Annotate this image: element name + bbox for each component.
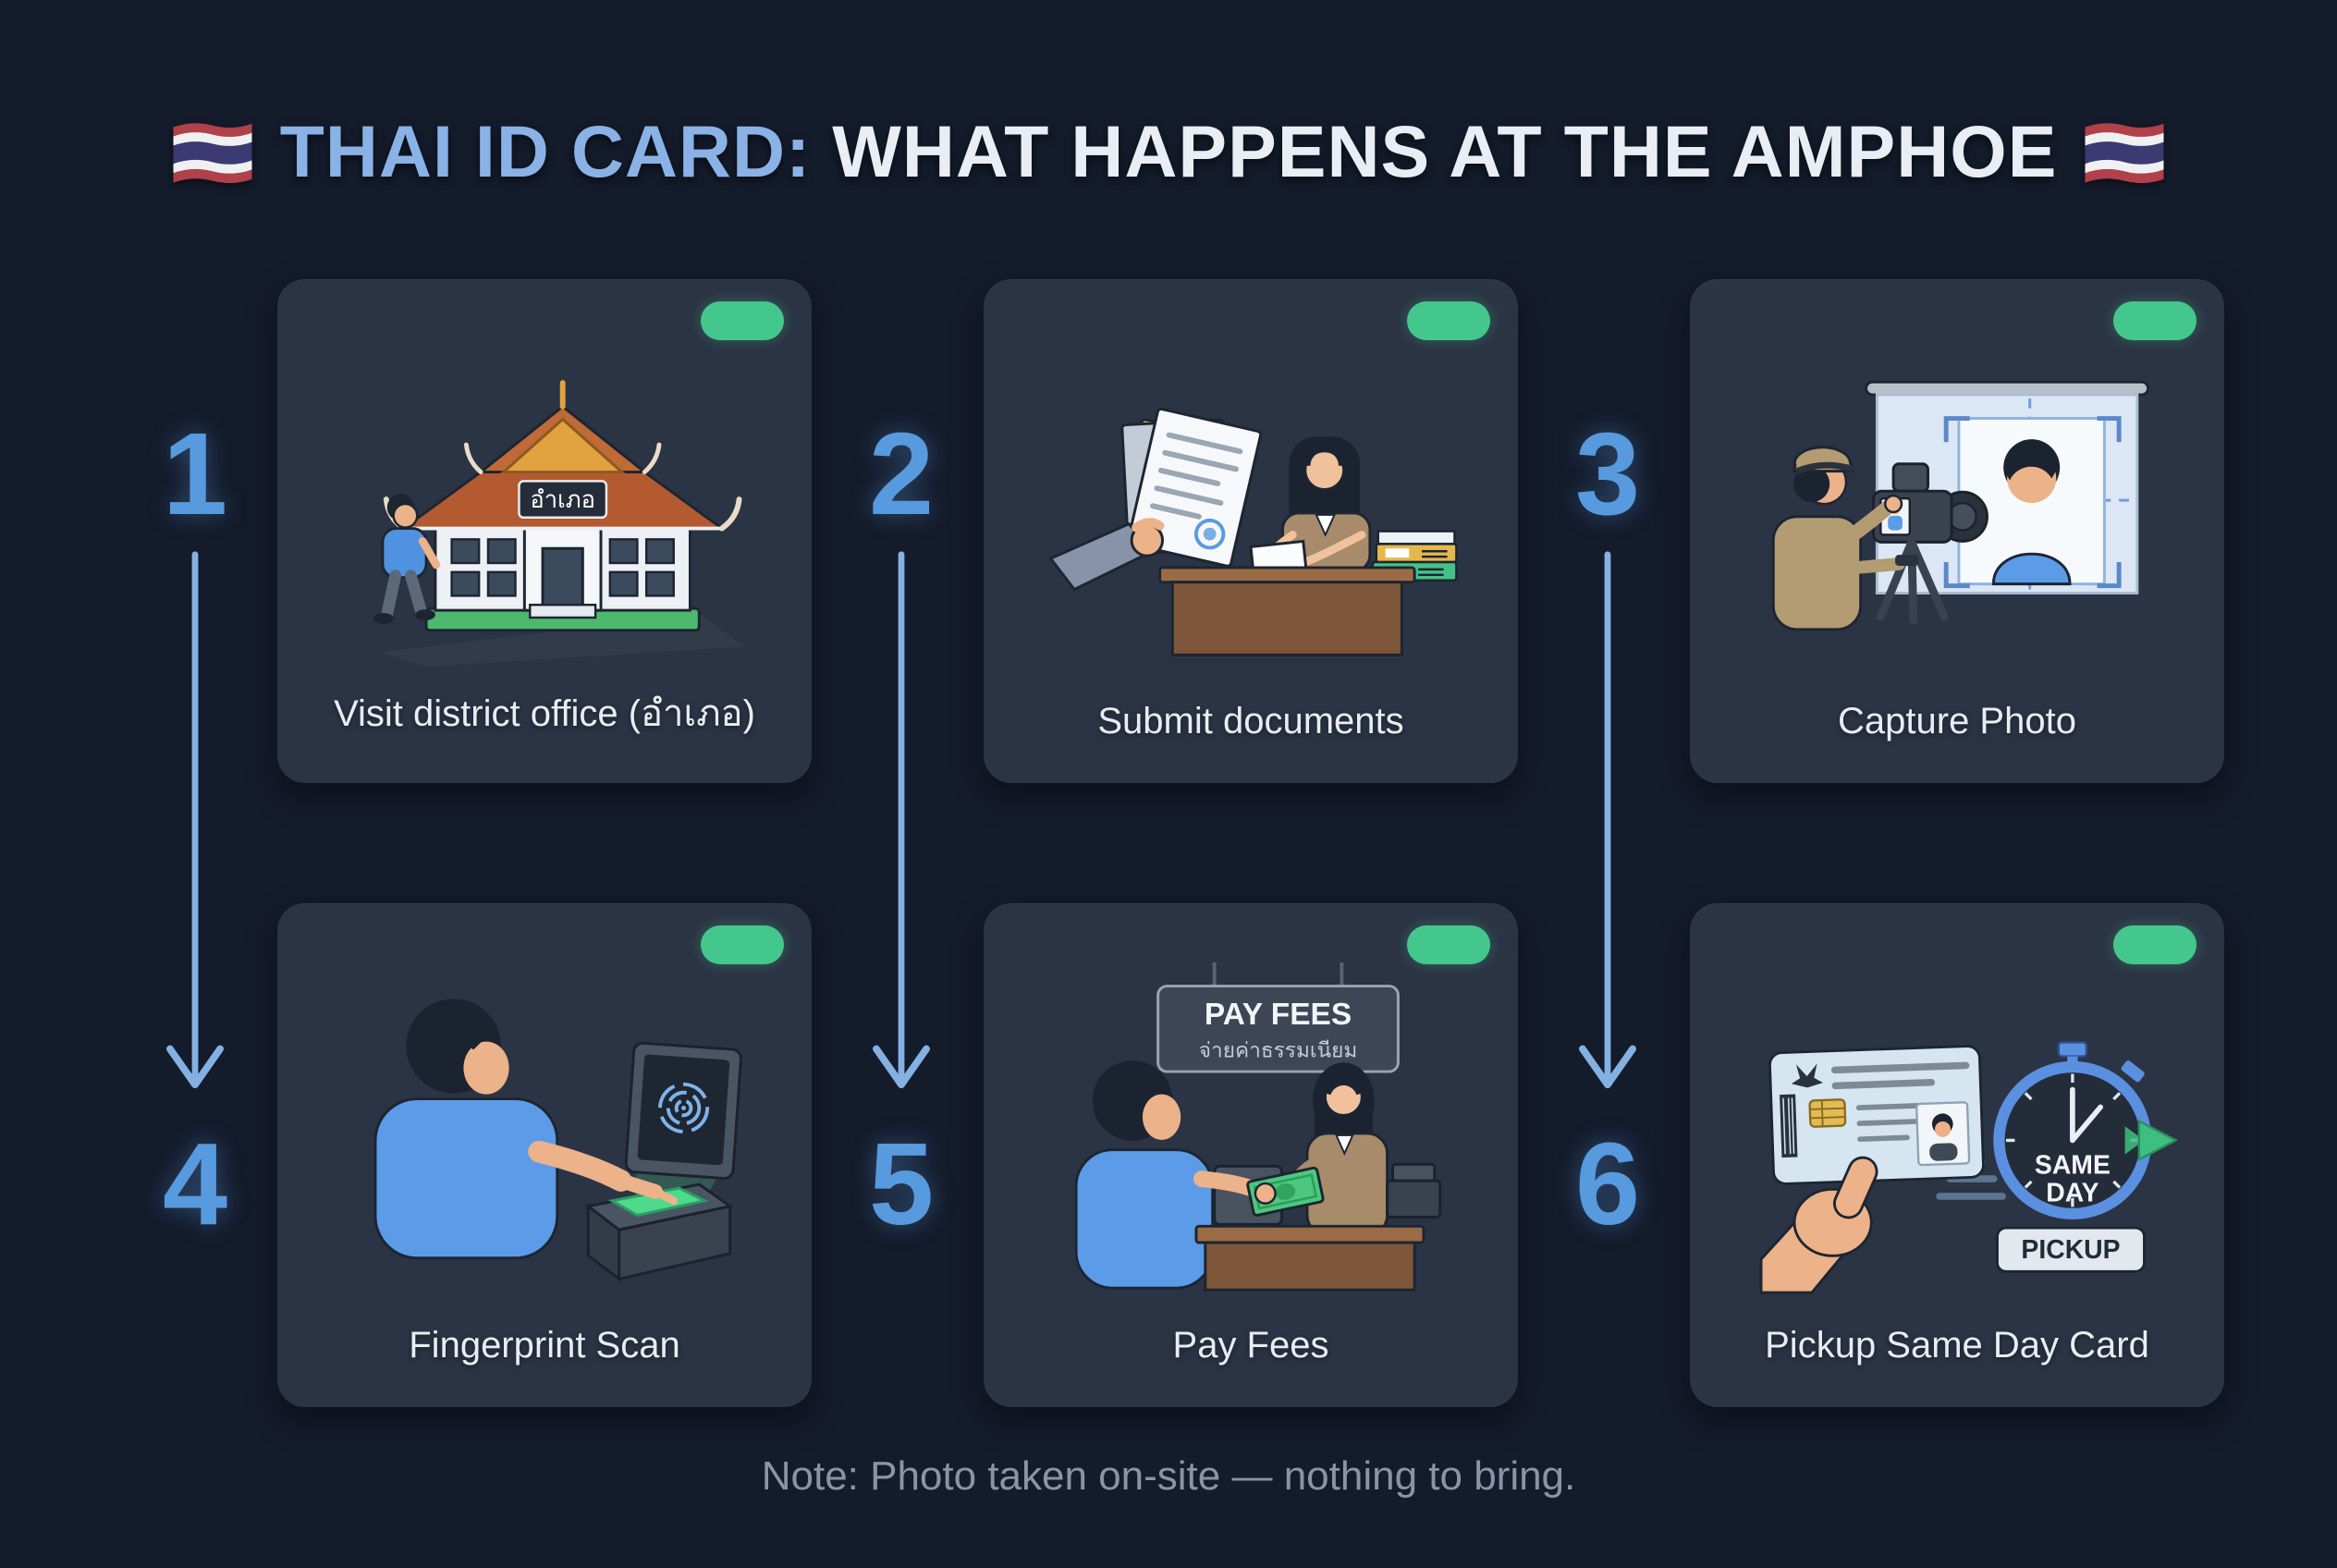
page-title: THAI ID CARD: WHAT HAPPENS AT THE AMPHOE	[280, 109, 2058, 194]
title-highlight: THAI ID CARD:	[279, 110, 812, 192]
step-card-pickup: SAME DAY	[1690, 903, 2224, 1407]
step-caption: Fingerprint Scan	[409, 1325, 680, 1366]
documents-handover-icon	[1048, 407, 1458, 656]
down-arrow-icon	[166, 551, 224, 1089]
column-group-1: 1 4	[113, 279, 812, 1407]
step-caption: Visit district office (อำเภอ)	[334, 693, 755, 734]
step-caption: Capture Photo	[1838, 701, 2076, 741]
same-day-text-line2: DAY	[2046, 1179, 2098, 1208]
step-gutter-3: 3 6	[1525, 279, 1690, 1407]
green-status-pill-icon	[1407, 301, 1490, 340]
district-office-illustration: อำเภอ	[277, 309, 812, 683]
step-number-6: 6	[1574, 1119, 1641, 1249]
fingerprint-illustration	[277, 933, 812, 1310]
green-status-pill-icon	[1407, 925, 1490, 964]
green-status-pill-icon	[2113, 301, 2196, 340]
pay-fees-sign-title: PAY FEES	[1205, 998, 1352, 1032]
step-number-5: 5	[868, 1119, 935, 1249]
step-caption: Pay Fees	[1172, 1325, 1329, 1366]
same-day-text-line1: SAME	[2035, 1150, 2111, 1180]
step-card-submit-documents: Submit documents	[984, 279, 1518, 783]
pay-fees-counter-icon: PAY FEES จ่ายค่าธรรมเนียม	[1074, 962, 1442, 1292]
green-status-pill-icon	[701, 925, 784, 964]
step-number-3: 3	[1574, 409, 1641, 539]
green-status-pill-icon	[701, 301, 784, 340]
step-number-1: 1	[162, 409, 228, 539]
step-number-4: 4	[162, 1119, 228, 1249]
pickup-card-illustration: SAME DAY	[1690, 933, 2224, 1310]
down-arrow-icon	[873, 551, 930, 1089]
district-office-building-icon: อำเภอ	[373, 380, 745, 668]
step-gutter-2: 2 5	[819, 279, 984, 1407]
column-group-3: 3 6	[1525, 279, 2224, 1407]
building-sign-text: อำเภอ	[530, 487, 595, 513]
title-rest: WHAT HAPPENS AT THE AMPHOE	[832, 110, 2058, 192]
step-caption: Pickup Same Day Card	[1765, 1325, 2149, 1366]
footer-note: Note: Photo taken on-site — nothing to b…	[761, 1453, 1576, 1499]
pay-fees-sign-subtitle: จ่ายค่าธรรมเนียม	[1199, 1038, 1357, 1061]
column-group-2: 2 5	[819, 279, 1518, 1407]
poster-header: THAI ID CARD: WHAT HAPPENS AT THE AMPHOE	[0, 0, 2337, 194]
step-gutter-1: 1 4	[113, 279, 277, 1407]
step-caption: Submit documents	[1097, 701, 1404, 741]
down-arrow-icon	[1579, 551, 1636, 1089]
thai-flag-icon	[2085, 123, 2164, 183]
submit-documents-illustration	[984, 309, 1518, 686]
thai-flag-icon	[173, 123, 252, 183]
step-card-fingerprint: Fingerprint Scan	[277, 903, 812, 1407]
fingerprint-scanner-icon	[373, 998, 742, 1282]
step-card-pay-fees: PAY FEES จ่ายค่าธรรมเนียม	[984, 903, 1518, 1407]
pickup-badge-text: PICKUP	[2021, 1235, 2120, 1265]
steps-grid: 1 4	[0, 279, 2337, 1407]
step-card-visit-office: อำเภอ Visit district office (อำเภอ)	[277, 279, 812, 783]
green-status-pill-icon	[2113, 925, 2196, 964]
capture-photo-illustration	[1690, 309, 2224, 686]
pay-fees-illustration: PAY FEES จ่ายค่าธรรมเนียม	[984, 933, 1518, 1310]
step-number-2: 2	[868, 409, 935, 539]
step-card-capture-photo: Capture Photo	[1690, 279, 2224, 783]
id-card-stopwatch-icon: SAME DAY	[1759, 1041, 2179, 1294]
photo-studio-icon	[1771, 380, 2150, 631]
